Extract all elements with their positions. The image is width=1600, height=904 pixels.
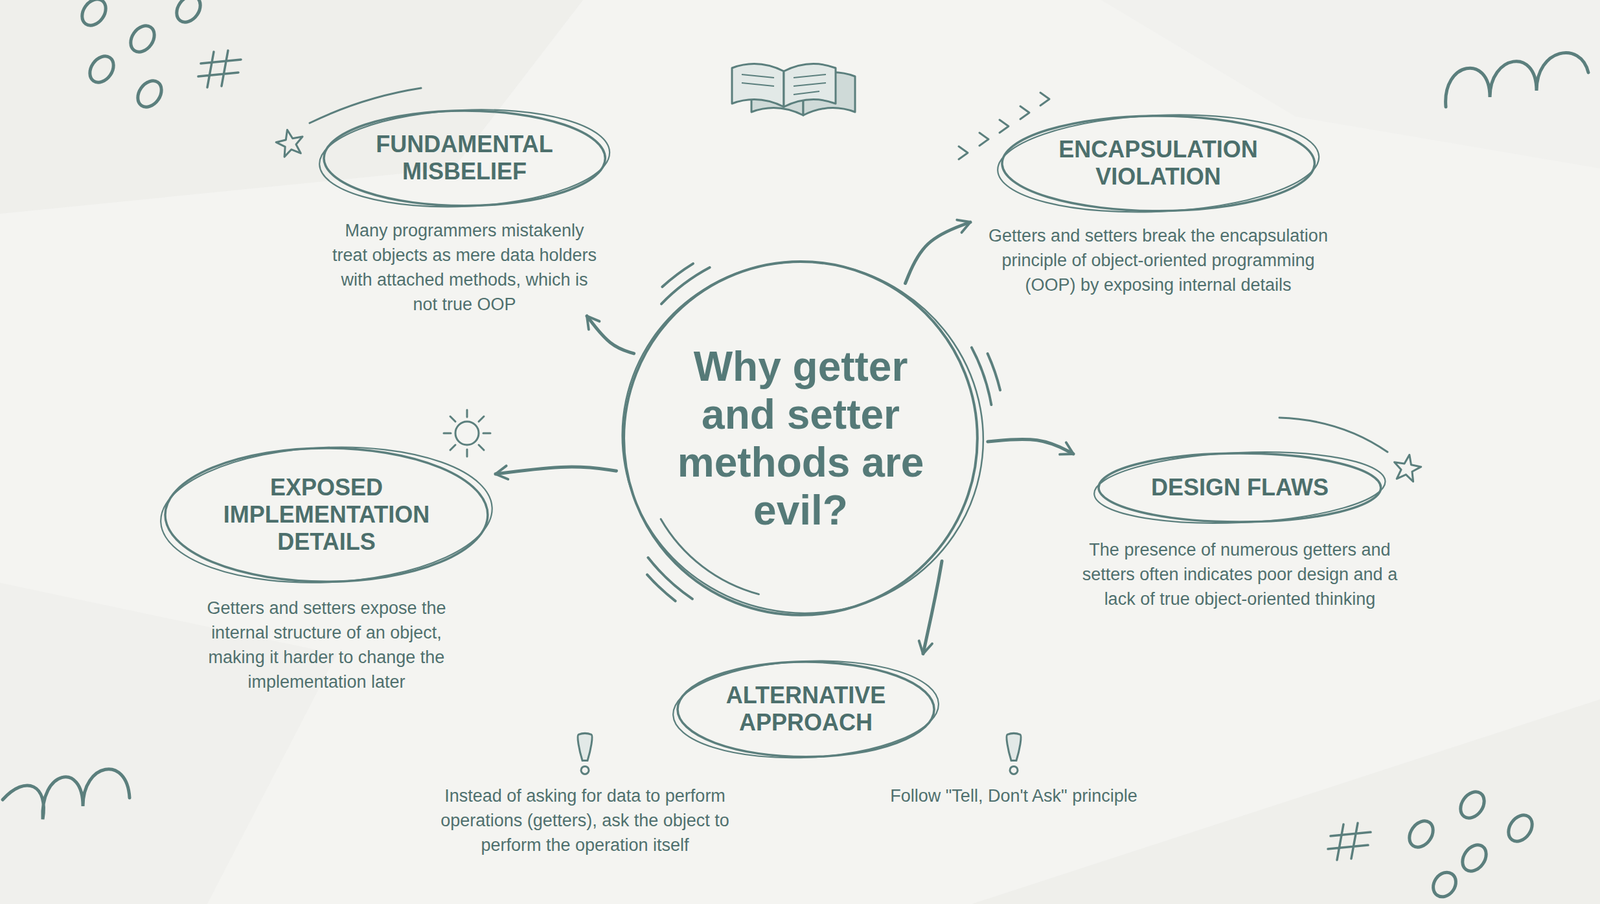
connector-arrow <box>923 561 942 655</box>
topic-node: DESIGN FLAWS The presence of numerous get… <box>1071 452 1409 612</box>
oval-doodles <box>84 51 118 87</box>
exclamation-mark <box>577 733 593 761</box>
ellipse-stroke <box>1098 453 1382 523</box>
central-question: Why getter and setter methods are evil? <box>664 342 937 535</box>
topic-heading: ALTERNATIVE APPROACH <box>724 682 887 737</box>
oval-doodles <box>1455 787 1489 823</box>
topic-node: EXPOSED IMPLEMENTATION DETAILS Getters an… <box>163 446 490 695</box>
topic-node: ENCAPSULATION VIOLATION Getters and sette… <box>976 114 1340 298</box>
oval-doodles <box>132 76 166 112</box>
motion-tick <box>987 353 1001 390</box>
oval-doodles <box>1503 811 1537 846</box>
topic-description: Follow "Tell, Don't Ask" principle <box>845 783 1183 809</box>
circle-outline <box>621 259 981 618</box>
connector-arrow <box>586 316 635 354</box>
sun-doodle <box>443 410 491 457</box>
oval-doodles <box>171 0 205 27</box>
topic-heading-ellipse: FUNDAMENTAL MISBELIEF <box>322 109 607 208</box>
central-topic-circle: Why getter and setter methods are evil? <box>621 259 981 618</box>
loop-doodles <box>1445 53 1589 107</box>
oval-doodles <box>1457 840 1491 876</box>
exclamation-mark <box>577 733 593 775</box>
book-icon <box>783 64 836 107</box>
motion-tick <box>647 557 692 600</box>
description-row: Instead of asking for data to perform op… <box>429 783 1183 858</box>
chevron-doodles <box>1040 92 1050 106</box>
chevron-doodles <box>958 146 968 160</box>
paper-background <box>0 0 583 214</box>
topic-description: Instead of asking for data to perform op… <box>429 783 741 858</box>
exclamation-mark <box>581 766 589 775</box>
topic-heading-ellipse: EXPOSED IMPLEMENTATION DETAILS <box>163 446 490 583</box>
connector-arrow <box>987 439 1074 455</box>
topic-description: The presence of numerous getters and set… <box>1071 537 1409 612</box>
ellipse-stroke <box>1002 115 1315 212</box>
book-icon <box>741 74 826 95</box>
topic-description: Getters and setters expose the internal … <box>190 595 463 695</box>
oval-doodles <box>1428 868 1461 902</box>
ellipse-stroke <box>677 662 935 758</box>
topic-node: FUNDAMENTAL MISBELIEF Many programmers mi… <box>322 109 607 318</box>
connector-arrow <box>905 222 971 284</box>
ellipse-stroke <box>323 110 606 206</box>
ellipse-sketch-stroke <box>671 655 941 764</box>
star-doodles <box>1279 417 1388 453</box>
hash-doodles <box>1327 823 1371 861</box>
chevron-doodles <box>999 119 1009 133</box>
chevron-doodles <box>958 92 1050 160</box>
connector-arrow <box>495 467 617 475</box>
star-doodles <box>1391 452 1423 483</box>
exclamation-mark <box>1006 733 1021 775</box>
sun-doodle <box>443 410 491 457</box>
loop-doodles <box>2 769 130 820</box>
topic-heading: FUNDAMENTAL MISBELIEF <box>375 130 554 186</box>
loop-doodles <box>2 53 1589 820</box>
circle-sketch-stroke <box>589 228 1016 648</box>
topic-description: Many programmers mistakenly treat object… <box>328 218 601 317</box>
exclamation-mark <box>1009 766 1018 775</box>
oval-doodles <box>125 21 159 57</box>
star-doodles <box>309 88 422 124</box>
topic-heading-ellipse: ALTERNATIVE APPROACH <box>676 660 936 759</box>
ellipse-sketch-stroke <box>317 103 612 213</box>
oval-doodles <box>1404 816 1438 852</box>
ellipse-sketch-stroke <box>995 108 1321 219</box>
motion-ticks <box>647 263 1001 602</box>
circle-inner-arc <box>660 519 759 595</box>
oval-doodles <box>77 0 1537 902</box>
chevron-doodles <box>1020 106 1030 120</box>
topic-heading-ellipse: ENCAPSULATION VIOLATION <box>1000 114 1316 213</box>
motion-tick <box>661 267 710 304</box>
chevron-doodles <box>979 132 989 146</box>
hash-doodles <box>198 50 241 88</box>
book-icon <box>731 64 856 116</box>
topic-heading-ellipse: DESIGN FLAWS <box>1097 452 1383 524</box>
ellipse-stroke <box>165 448 488 582</box>
motion-tick <box>662 263 694 287</box>
sun-doodle <box>455 421 479 446</box>
topic-heading: DESIGN FLAWS <box>1149 474 1330 502</box>
exclamation-mark <box>1006 733 1021 761</box>
topic-heading: ENCAPSULATION VIOLATION <box>1057 136 1259 191</box>
topic-description: Getters and setters break the encapsulat… <box>976 223 1340 298</box>
ellipse-sketch-stroke <box>1092 446 1387 530</box>
topic-node: ALTERNATIVE APPROACH Instead of asking fo… <box>429 660 1183 859</box>
motion-tick <box>647 574 676 602</box>
text-wrap: Why getter and setter methods are evil? <box>664 342 937 535</box>
ellipse-sketch-stroke <box>158 440 495 590</box>
star-doodles <box>274 126 306 159</box>
oval-doodles <box>77 0 111 30</box>
topic-heading: EXPOSED IMPLEMENTATION DETAILS <box>222 474 431 556</box>
book-icon <box>731 64 784 107</box>
